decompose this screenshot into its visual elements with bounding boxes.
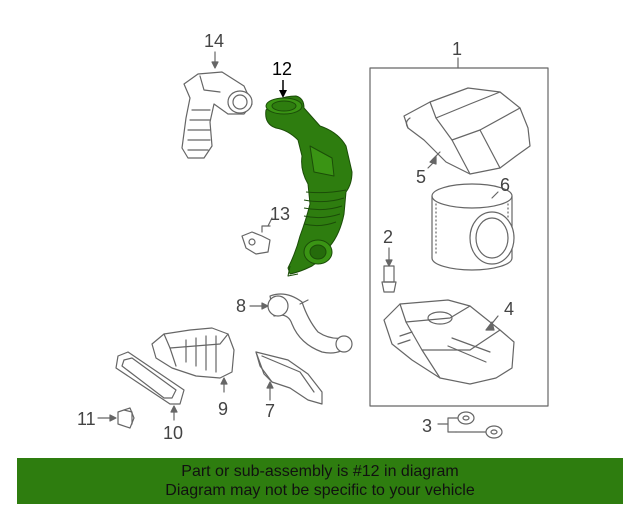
filter-element-part — [431, 183, 515, 271]
pin-part — [97, 407, 135, 429]
callout-11: 11 — [77, 409, 96, 429]
callout-10: 10 — [163, 423, 184, 443]
lower-housing-part — [383, 299, 515, 385]
hose-part — [249, 293, 353, 354]
callout-14: 14 — [204, 31, 225, 51]
sensor-part — [381, 247, 397, 293]
resonator-part — [151, 327, 235, 393]
callout-9: 9 — [218, 399, 229, 419]
callout-1: 1 — [452, 39, 463, 59]
callout-5: 5 — [416, 167, 427, 187]
air-cleaner-assembly-box — [369, 67, 549, 407]
banner-line-2: Diagram may not be specific to your vehi… — [165, 482, 475, 499]
highlighted-air-duct-part-12 — [265, 80, 353, 277]
callout-12: 12 — [272, 59, 293, 79]
banner-line-1: Part or sub-assembly is #12 in diagram — [181, 463, 459, 480]
callout-13: 13 — [270, 204, 291, 224]
callout-2: 2 — [383, 227, 394, 247]
gasket-part — [115, 351, 185, 421]
callout-6: 6 — [500, 175, 511, 195]
upper-cover-part — [403, 87, 531, 175]
callout-4: 4 — [504, 299, 515, 319]
hardware-part — [437, 411, 503, 439]
inlet-duct-part — [255, 351, 323, 405]
callout-3: 3 — [422, 416, 433, 436]
upper-duct-part — [181, 51, 253, 159]
bracket-part — [241, 217, 273, 255]
info-banner: Part or sub-assembly is #12 in diagram D… — [17, 458, 623, 504]
callout-7: 7 — [265, 401, 276, 421]
callout-8: 8 — [236, 296, 247, 316]
parts-diagram — [97, 51, 549, 439]
